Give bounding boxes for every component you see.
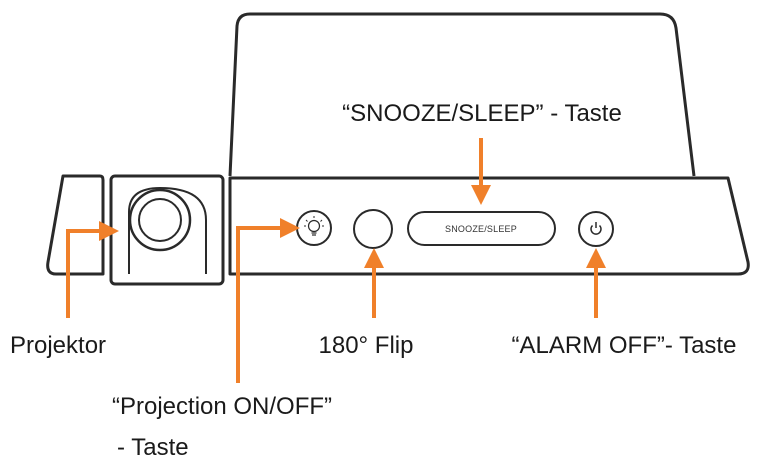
projection-label-line2: - Taste [117,434,189,461]
base-body [228,176,750,276]
left-end-cap [46,174,105,276]
flip-button[interactable] [353,209,393,249]
projector-lens-inner [138,198,182,242]
flip-label: 180° Flip [319,332,414,359]
projektor-label: Projektor [10,332,106,359]
lightbulb-icon [304,216,324,236]
display-housing [228,12,696,177]
snooze-button-text: SNOOZE/SLEEP [445,224,517,234]
projection-button[interactable] [296,210,332,246]
alarm-off-button[interactable] [578,211,614,247]
projection-arrow [236,218,300,383]
snooze-sleep-button[interactable]: SNOOZE/SLEEP [407,211,556,246]
power-icon [590,222,602,235]
projektor-arrow [66,221,119,318]
projector-mount [128,186,207,274]
alarm-off-label: “ALARM OFF”- Taste [512,332,737,359]
snooze-label: “SNOOZE/SLEEP” - Taste [342,100,622,127]
projection-label-line1: “Projection ON/OFF” [112,393,332,420]
